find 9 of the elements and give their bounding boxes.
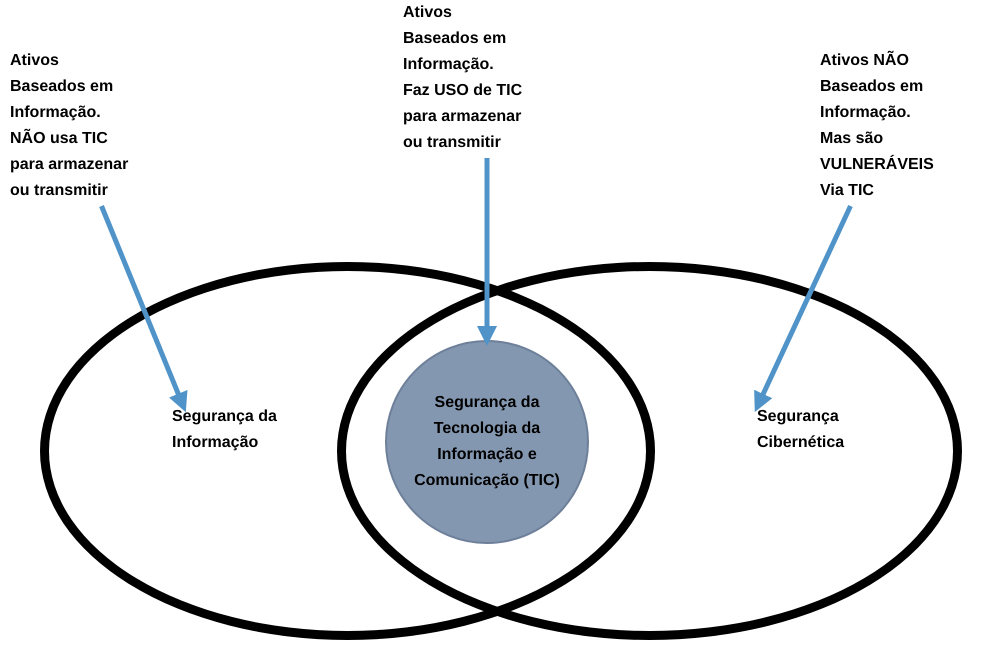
region-label: Segurança Cibernética [757,404,887,456]
annotation-text: Ativos Baseados em Informação. NÃO usa TIC para armazenar ou transmitir [10,48,132,204]
region-label: Segurança da Informação [172,404,322,456]
annotation-text: Ativos NÃO Baseados em Informação. Mas são VULNERÁVEIS Via TIC [820,48,942,204]
annotation-text: Ativos Baseados em Informação. Faz USO de TIC para armazenar ou transmitir [403,0,523,156]
arrow [477,158,497,346]
arrow [754,204,853,412]
arrow [99,205,188,412]
region-label: Segurança da Tecnologia da Informação e Comunicação (TIC) [413,393,561,491]
